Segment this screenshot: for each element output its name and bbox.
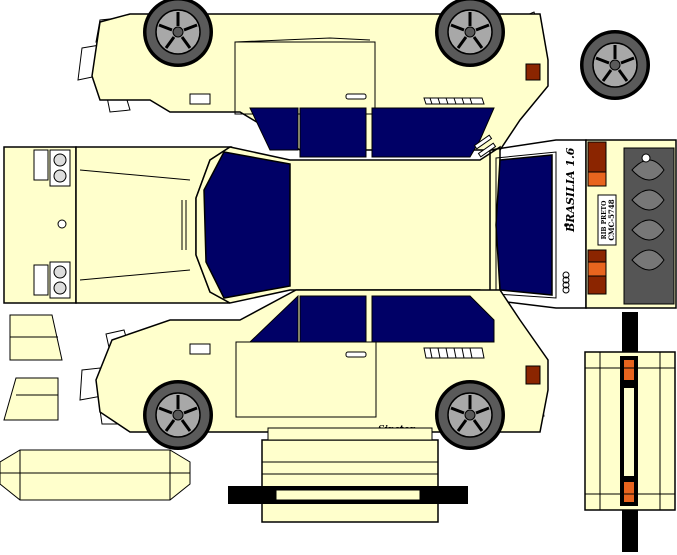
vent-grille-icon	[423, 347, 485, 359]
plate-number-label: CMC-5748	[607, 199, 616, 240]
small-tab-pieces	[0, 314, 191, 501]
rear-window	[495, 154, 553, 296]
emblem-dot-icon	[564, 223, 568, 227]
tab-piece-3	[0, 449, 191, 501]
bottom-side-rear-window	[299, 295, 367, 343]
rear-indicator-top	[624, 360, 634, 380]
top-side-rear-window	[299, 107, 367, 158]
rings-logo-icon	[562, 271, 570, 294]
top-side-rear-quarter-window	[249, 107, 299, 151]
vw-logo-icon	[57, 219, 67, 229]
top-front-wheel-icon	[433, 0, 507, 69]
door-handle-icon	[345, 93, 367, 100]
top-side-panel	[77, 0, 549, 158]
license-plate: RIB PRETO CMC-5748	[597, 194, 617, 246]
rear-bumper-strip	[584, 312, 676, 552]
top-side-taillight	[525, 63, 541, 81]
model-name-label: BRASILIA 1.6	[564, 147, 577, 233]
spare-wheel-icon	[578, 28, 652, 102]
rear-indicator-bottom	[624, 482, 634, 502]
top-side-front-window	[371, 107, 495, 158]
vent-grille-icon	[423, 97, 485, 105]
rear-panel: RIB PRETO CMC-5748 BRASILIA 1.6	[562, 139, 677, 309]
windshield	[203, 151, 291, 299]
top-rear-wheel-icon	[141, 0, 215, 69]
rear-bumper-detail	[631, 159, 665, 271]
headlight-icon	[49, 149, 71, 187]
bottom-front-wheel-icon	[433, 378, 507, 452]
headlight-icon	[49, 261, 71, 299]
bottom-side-front-window	[371, 295, 495, 343]
bottom-side-taillight	[525, 365, 541, 385]
tab-piece-2	[3, 377, 59, 421]
rear-taillight-left	[587, 141, 607, 173]
plate-city-label: RIB PRETO	[601, 201, 608, 240]
front-bumper-panel	[228, 427, 468, 523]
door-handle-icon	[345, 351, 367, 358]
bottom-side-panel: Sinston	[79, 289, 549, 452]
bottom-rear-wheel-icon	[141, 378, 215, 452]
roof-panel	[3, 134, 587, 320]
